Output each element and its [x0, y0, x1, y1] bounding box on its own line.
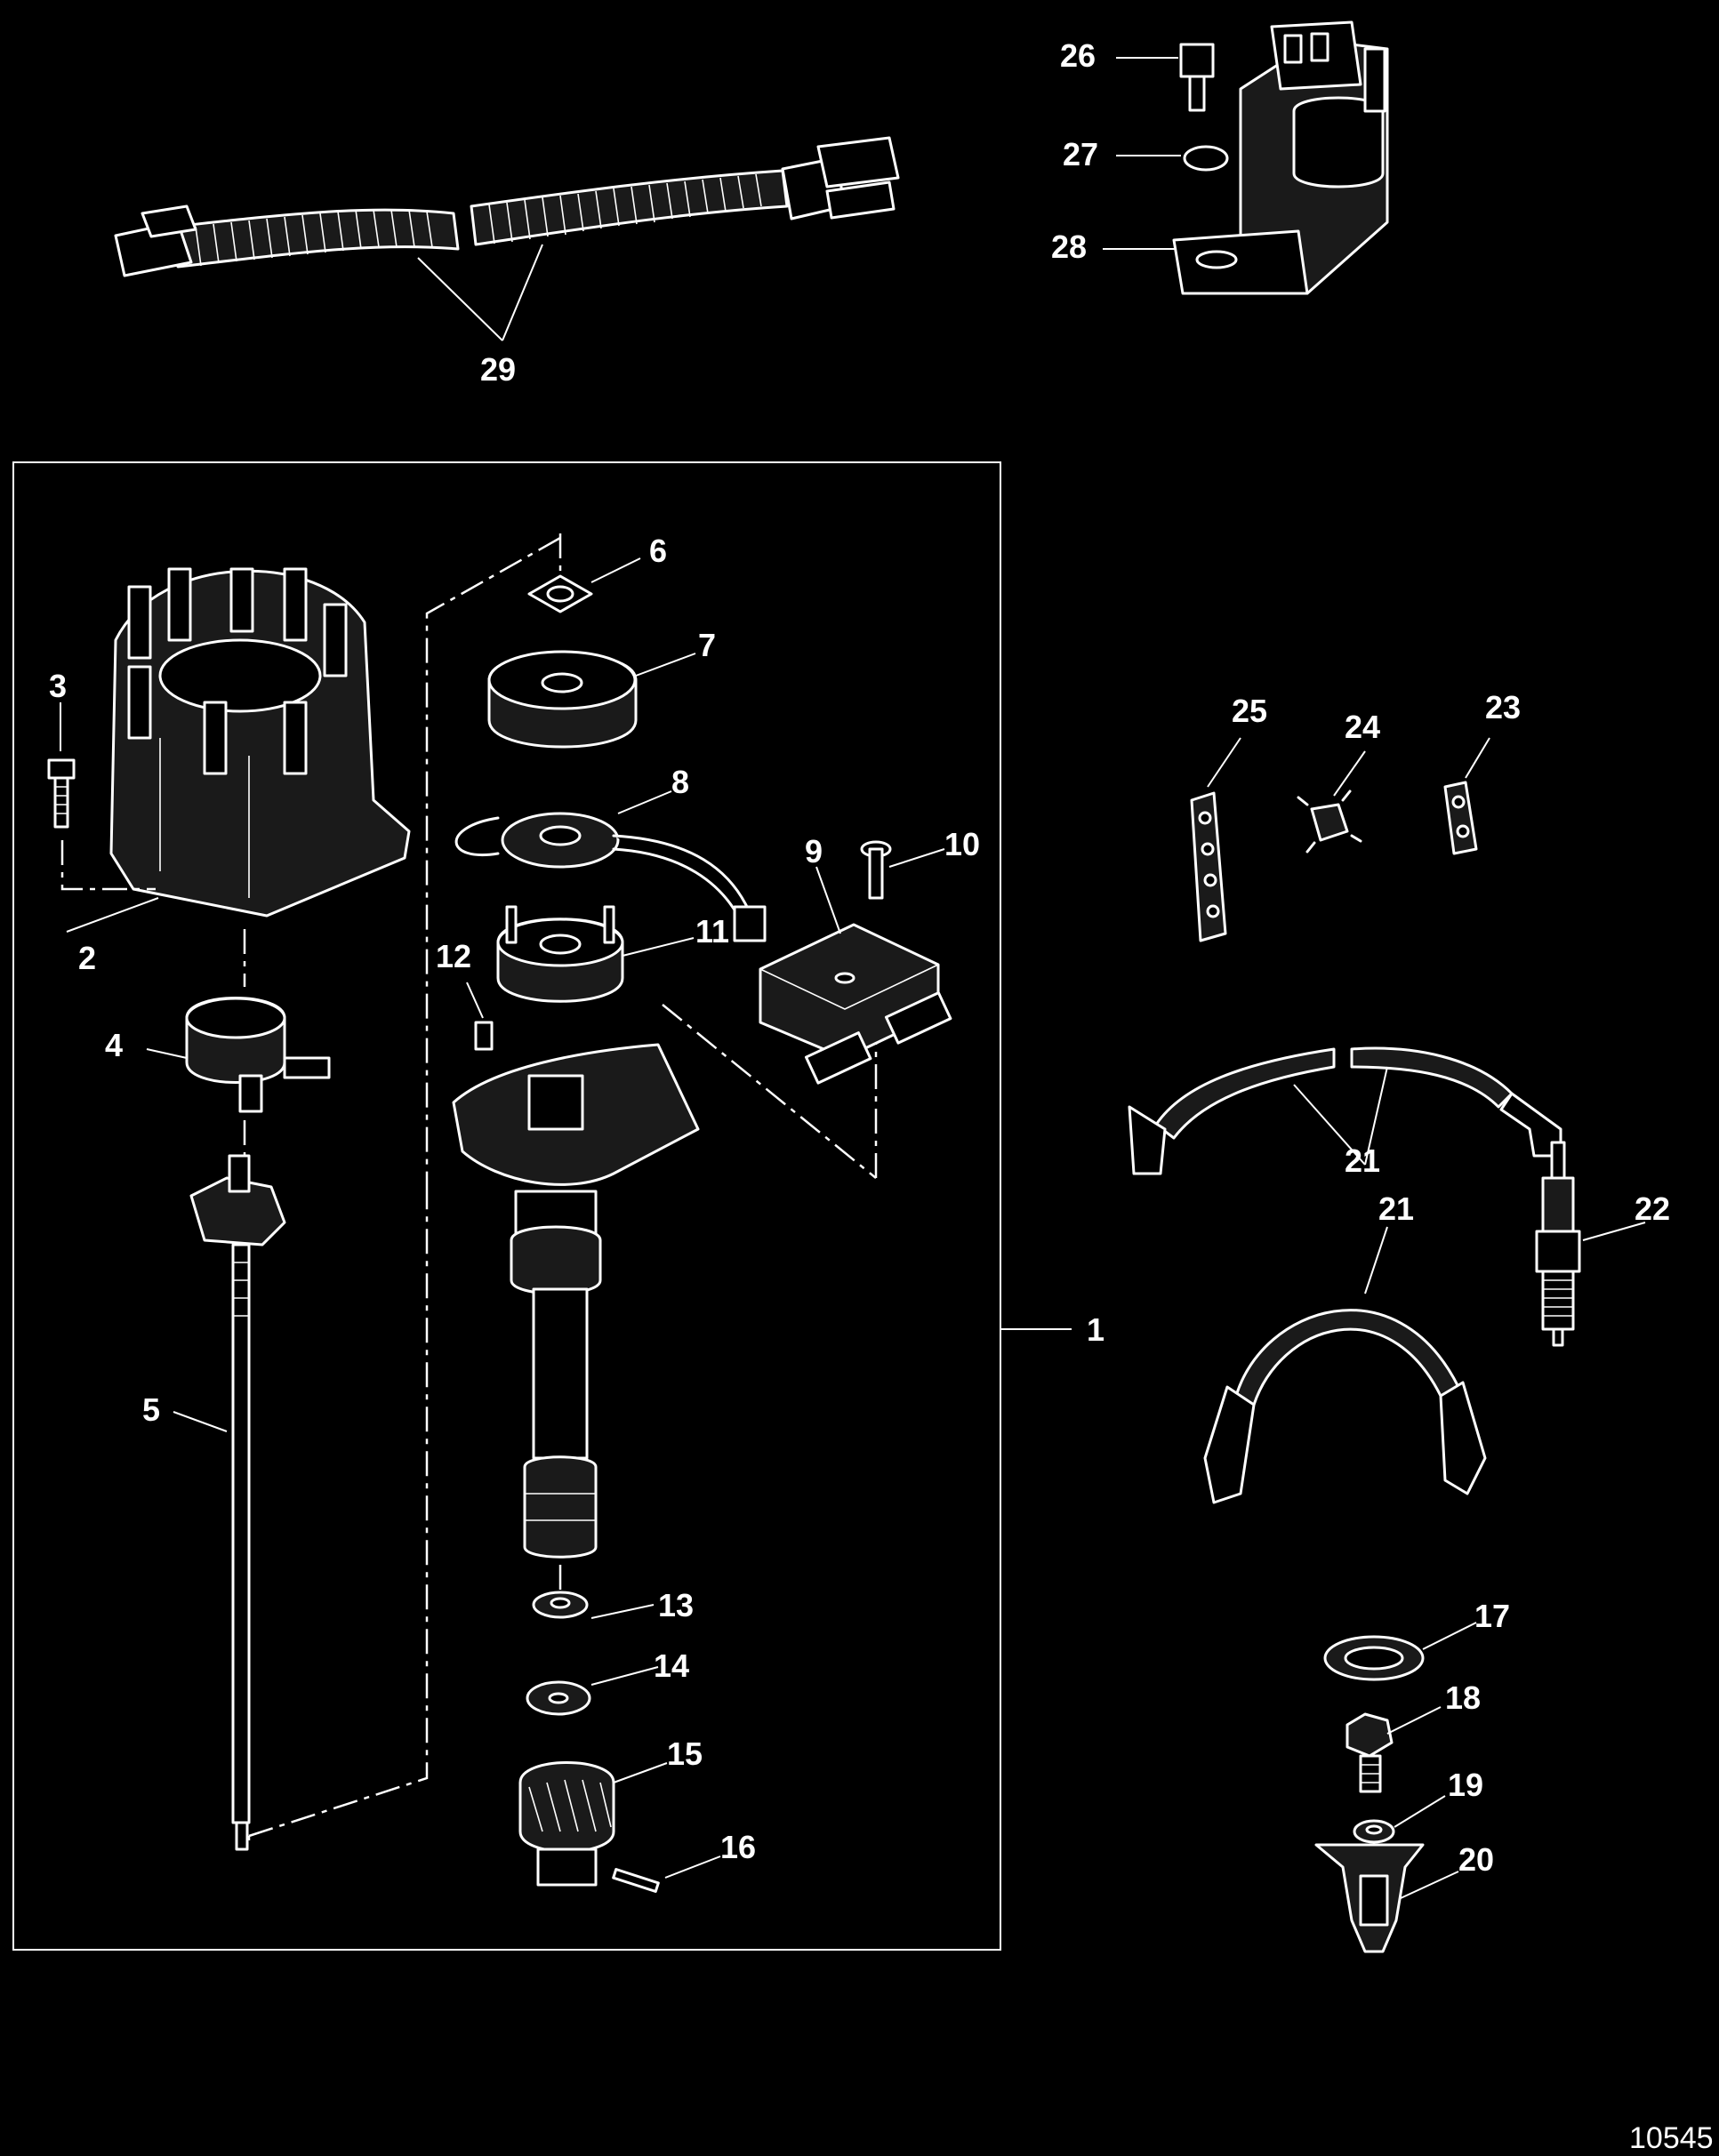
leader-9 — [815, 866, 841, 934]
ignition-coil — [1172, 20, 1389, 295]
leader-7 — [635, 653, 696, 677]
callout-7: 7 — [698, 627, 716, 663]
callout-28: 28 — [1051, 228, 1087, 265]
pole-piece — [487, 650, 638, 749]
callout-11: 11 — [695, 913, 729, 950]
callout-6: 6 — [649, 533, 667, 569]
callout-23: 23 — [1485, 689, 1521, 725]
shaft-washer — [526, 1680, 591, 1716]
pickup-coil — [454, 812, 767, 942]
distributor-shaft — [189, 1154, 286, 1851]
callout-4: 4 — [105, 1027, 123, 1063]
centerline-frame-left — [425, 536, 561, 1187]
callout-3: 3 — [49, 668, 67, 704]
leader-10 — [888, 848, 945, 868]
leader-22 — [1582, 1222, 1646, 1241]
rotor — [185, 997, 331, 1113]
callout-9: 9 — [805, 833, 823, 870]
roll-pin — [474, 1021, 494, 1051]
spark-plug-lead-lower — [1203, 1309, 1487, 1504]
module-screw — [860, 840, 892, 900]
leader-25 — [1207, 737, 1241, 788]
ignition-module — [759, 923, 952, 1085]
callout-27: 27 — [1063, 136, 1098, 172]
wire-retainer-clip — [1297, 789, 1362, 854]
leader-21b — [1364, 1226, 1388, 1294]
callout-17: 17 — [1474, 1598, 1510, 1634]
leader-6 — [590, 557, 641, 583]
spark-plug — [1535, 1141, 1581, 1347]
lock-washer — [1353, 1819, 1395, 1844]
leader-8 — [617, 790, 672, 814]
callout-25: 25 — [1232, 693, 1267, 729]
leader-21a-2 — [1364, 1066, 1388, 1166]
callout-26: 26 — [1060, 37, 1096, 74]
leader-15 — [613, 1762, 668, 1783]
leader-16 — [664, 1855, 721, 1879]
leader-5 — [173, 1411, 228, 1432]
callout-18: 18 — [1445, 1679, 1481, 1716]
spark-plug-lead-upper — [1128, 1046, 1562, 1175]
centerline-shaft — [247, 1187, 429, 1840]
callout-19: 19 — [1448, 1767, 1483, 1803]
leader-29a — [417, 257, 503, 341]
clamp-washer — [1323, 1635, 1425, 1681]
distributor-assembly-box — [12, 461, 1001, 1951]
callout-13: 13 — [658, 1587, 694, 1623]
callout-21-upper: 21 — [1345, 1142, 1380, 1179]
callout-8: 8 — [671, 764, 689, 800]
leader-23 — [1465, 737, 1490, 779]
coil-washer — [1183, 145, 1229, 172]
retainer — [496, 905, 624, 1003]
leader-17 — [1422, 1622, 1477, 1650]
drive-gear — [518, 1761, 615, 1887]
leader-13 — [590, 1604, 655, 1619]
distributor-cap — [109, 567, 411, 918]
callout-15: 15 — [667, 1735, 703, 1772]
seal — [527, 574, 593, 613]
leader-29b — [502, 244, 543, 341]
coil-screw — [1179, 43, 1215, 112]
centerline-3 — [60, 840, 156, 891]
wiring-harness — [114, 136, 900, 277]
leader-21a-1 — [1293, 1084, 1366, 1166]
callout-2: 2 — [78, 940, 96, 976]
callout-20: 20 — [1458, 1841, 1494, 1878]
clamp-bolt — [1345, 1712, 1394, 1793]
leader-11 — [622, 937, 695, 957]
callout-5: 5 — [142, 1391, 160, 1428]
leader-4 — [146, 1048, 188, 1059]
thrust-collar — [532, 1591, 589, 1619]
cap-screw — [47, 758, 76, 829]
distributor-housing — [452, 1043, 700, 1559]
centerline-module — [662, 1004, 877, 1179]
figure-number: 10545 — [1629, 2121, 1714, 2155]
callout-12: 12 — [436, 938, 471, 974]
wire-separator-2 — [1443, 781, 1478, 855]
leader-18 — [1386, 1706, 1442, 1735]
callout-22: 22 — [1635, 1190, 1670, 1227]
leader-12 — [466, 982, 484, 1019]
gear-pin — [612, 1868, 660, 1893]
hold-down-clamp — [1314, 1843, 1425, 1953]
callout-21-lower: 21 — [1378, 1190, 1414, 1227]
callout-24: 24 — [1345, 709, 1380, 745]
callout-14: 14 — [654, 1647, 689, 1684]
leader-20 — [1400, 1871, 1459, 1899]
callout-16: 16 — [720, 1829, 756, 1865]
callout-29: 29 — [480, 351, 516, 388]
leader-2 — [66, 897, 159, 933]
wire-separator-4 — [1190, 791, 1227, 942]
leader-14 — [590, 1666, 659, 1686]
callout-10: 10 — [944, 826, 980, 862]
leader-19 — [1394, 1795, 1446, 1828]
leader-24 — [1333, 750, 1366, 797]
callout-1: 1 — [1087, 1311, 1104, 1348]
